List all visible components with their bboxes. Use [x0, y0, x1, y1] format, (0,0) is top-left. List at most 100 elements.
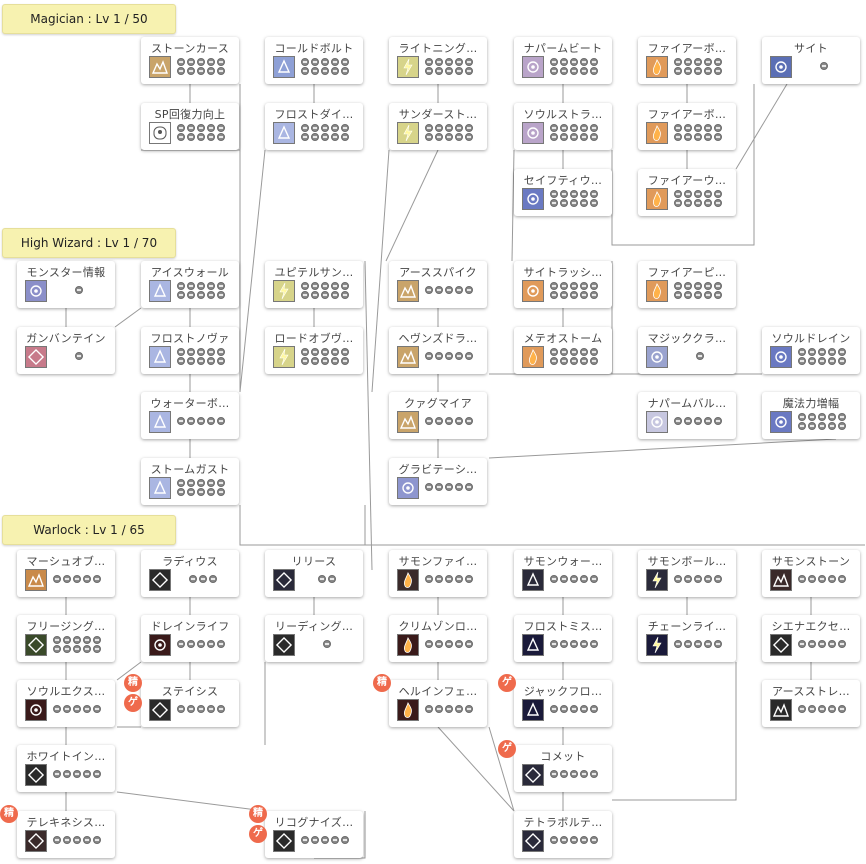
level-dot[interactable]	[311, 291, 319, 299]
sightrasher-icon[interactable]	[522, 280, 544, 302]
level-dot[interactable]	[187, 124, 195, 132]
skill-card[interactable]: サモンボール…	[638, 550, 736, 597]
level-dot[interactable]	[301, 282, 309, 290]
monster-info-icon[interactable]	[25, 280, 47, 302]
level-dot[interactable]	[694, 67, 702, 75]
frost-misty-icon[interactable]	[522, 634, 544, 656]
level-dot[interactable]	[445, 67, 453, 75]
skill-card[interactable]: サイト	[762, 37, 860, 84]
level-dot[interactable]	[694, 133, 702, 141]
release-icon[interactable]	[273, 569, 295, 591]
level-dot[interactable]	[331, 67, 339, 75]
level-dot[interactable]	[674, 190, 682, 198]
level-dot[interactable]	[684, 58, 692, 66]
skill-card[interactable]: ジャックフロ…	[514, 680, 612, 727]
summon-water-ball-icon[interactable]	[522, 569, 544, 591]
level-dot[interactable]	[197, 488, 205, 496]
recognized-spell-icon[interactable]	[273, 830, 295, 852]
skill-card[interactable]: アイスウォール	[141, 261, 239, 308]
level-dot[interactable]	[321, 124, 329, 132]
level-dot[interactable]	[63, 645, 71, 653]
level-dot[interactable]	[590, 836, 598, 844]
level-dot[interactable]	[590, 67, 598, 75]
level-dot[interactable]	[694, 640, 702, 648]
level-dot[interactable]	[177, 640, 185, 648]
stasis-icon[interactable]	[149, 699, 171, 721]
level-dot[interactable]	[465, 640, 473, 648]
skill-card[interactable]: ドレインライフ	[141, 615, 239, 662]
level-dot[interactable]	[63, 836, 71, 844]
level-dot[interactable]	[435, 575, 443, 583]
skill-card[interactable]: ウォーターボ…	[141, 392, 239, 439]
skill-card[interactable]: チェーンライ…	[638, 615, 736, 662]
skill-card[interactable]: クァグマイア	[389, 392, 487, 439]
level-dot[interactable]	[341, 124, 349, 132]
level-dot[interactable]	[93, 770, 101, 778]
skill-card[interactable]: リリース	[265, 550, 363, 597]
level-dot[interactable]	[445, 705, 453, 713]
level-dot[interactable]	[435, 705, 443, 713]
level-dot[interactable]	[207, 357, 215, 365]
level-dot[interactable]	[321, 282, 329, 290]
marsh-of-abyss-icon[interactable]	[25, 569, 47, 591]
skill-card[interactable]: リーディング…	[265, 615, 363, 662]
level-dot[interactable]	[580, 348, 588, 356]
level-dot[interactable]	[465, 483, 473, 491]
level-dot[interactable]	[207, 705, 215, 713]
level-dot[interactable]	[199, 575, 207, 583]
level-dot[interactable]	[714, 58, 722, 66]
level-dot[interactable]	[704, 124, 712, 132]
level-dot[interactable]	[590, 348, 598, 356]
level-dot[interactable]	[207, 417, 215, 425]
level-dot[interactable]	[828, 413, 836, 421]
level-dot[interactable]	[694, 124, 702, 132]
level-dot[interactable]	[197, 133, 205, 141]
frost-diver-icon[interactable]	[273, 122, 295, 144]
level-dot[interactable]	[704, 199, 712, 207]
level-dot[interactable]	[580, 199, 588, 207]
skill-card[interactable]: ファイアーウ…	[638, 169, 736, 216]
level-dot[interactable]	[425, 640, 433, 648]
level-dot[interactable]	[217, 67, 225, 75]
level-dot[interactable]	[187, 705, 195, 713]
quagmire-icon[interactable]	[397, 411, 419, 433]
level-dot[interactable]	[341, 58, 349, 66]
level-dot[interactable]	[714, 199, 722, 207]
soul-drain-icon[interactable]	[770, 346, 792, 368]
skill-card[interactable]: ファイアーピ…	[638, 261, 736, 308]
level-dot[interactable]	[445, 286, 453, 294]
level-dot[interactable]	[808, 413, 816, 421]
level-dot[interactable]	[445, 417, 453, 425]
level-dot[interactable]	[714, 575, 722, 583]
skill-card[interactable]: ナパームビート	[514, 37, 612, 84]
level-dot[interactable]	[465, 286, 473, 294]
level-dot[interactable]	[674, 133, 682, 141]
level-dot[interactable]	[197, 705, 205, 713]
level-dot[interactable]	[674, 58, 682, 66]
level-dot[interactable]	[341, 357, 349, 365]
level-dot[interactable]	[187, 133, 195, 141]
skill-card[interactable]: サモンストーン	[762, 550, 860, 597]
skill-card[interactable]: フロストダイ…	[265, 103, 363, 150]
level-dot[interactable]	[53, 645, 61, 653]
level-dot[interactable]	[53, 636, 61, 644]
level-dot[interactable]	[674, 124, 682, 132]
level-dot[interactable]	[828, 422, 836, 430]
level-dot[interactable]	[177, 705, 185, 713]
level-dot[interactable]	[83, 705, 91, 713]
level-dot[interactable]	[321, 348, 329, 356]
skill-card[interactable]: グラビテーシ…	[389, 458, 487, 505]
level-dot[interactable]	[217, 417, 225, 425]
level-dot[interactable]	[550, 291, 558, 299]
level-dot[interactable]	[838, 640, 846, 648]
level-dot[interactable]	[331, 357, 339, 365]
level-dot[interactable]	[187, 479, 195, 487]
level-dot[interactable]	[465, 352, 473, 360]
summon-ball-lightning-icon[interactable]	[646, 569, 668, 591]
level-dot[interactable]	[694, 190, 702, 198]
level-dot[interactable]	[560, 575, 568, 583]
comet-icon[interactable]	[522, 764, 544, 786]
level-dot[interactable]	[207, 488, 215, 496]
level-dot[interactable]	[207, 282, 215, 290]
level-dot[interactable]	[341, 282, 349, 290]
